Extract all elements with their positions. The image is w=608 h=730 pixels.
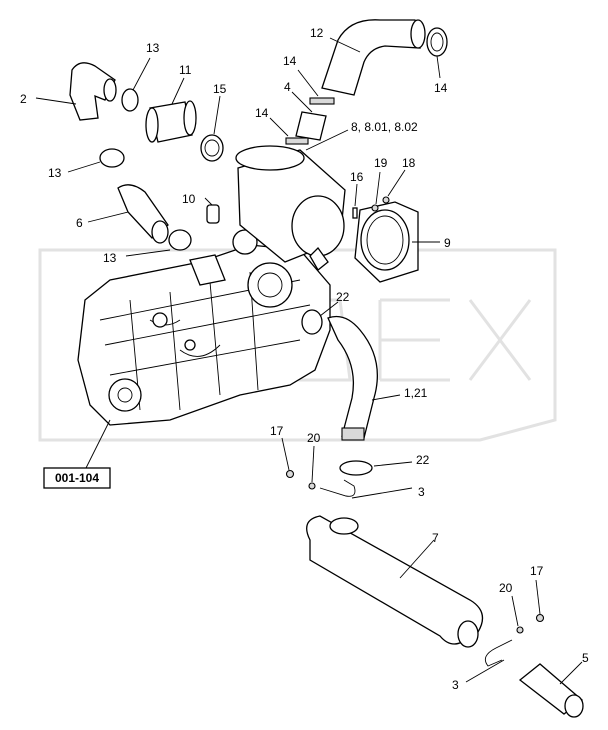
nut-17-low	[535, 579, 545, 623]
sleeve-11	[145, 77, 197, 143]
callout-13-mid: 13	[48, 166, 62, 180]
callout-6: 6	[76, 216, 83, 230]
exhaust-pipe-1-21	[327, 315, 401, 441]
callout-14-top: 14	[434, 81, 448, 95]
callout-4: 4	[284, 80, 291, 94]
callout-13-low: 13	[103, 251, 117, 265]
callout-3-top: 3	[418, 485, 425, 499]
fitting-10	[204, 197, 220, 224]
clamp-22-low	[339, 460, 413, 476]
bolt-16	[352, 183, 358, 219]
clamp-13-top	[121, 57, 151, 112]
clamp-14-b	[269, 117, 309, 145]
hose-12	[321, 19, 426, 96]
nut-17-top	[281, 437, 295, 479]
washer-20-low	[511, 595, 524, 634]
clamp-13-mid	[67, 148, 125, 173]
air-cleaner-8	[235, 129, 349, 271]
callout-14-a: 14	[283, 54, 297, 68]
callout-8: 8, 8.01, 8.02	[351, 120, 418, 134]
clamp-13-low	[125, 229, 192, 257]
muffler-7	[306, 515, 484, 648]
callout-10: 10	[182, 192, 196, 206]
callout-20-top: 20	[307, 431, 321, 445]
ubolt-3-low	[465, 639, 513, 683]
callout-9: 9	[444, 236, 451, 250]
hose-6	[87, 184, 169, 244]
callout-11: 11	[179, 63, 192, 77]
clamp-22-top	[301, 301, 339, 335]
callout-15: 15	[213, 82, 227, 96]
callout-22-low: 22	[416, 453, 430, 467]
nut-18	[382, 169, 406, 204]
callout-5: 5	[582, 651, 589, 665]
reference-box-label[interactable]: 001-104	[55, 471, 99, 485]
callout-14-b: 14	[255, 106, 269, 120]
reference-box[interactable]: 001-104	[43, 467, 111, 489]
clamp-15	[200, 95, 224, 162]
clamp-14-top	[426, 27, 448, 79]
callout-22-top: 22	[336, 290, 350, 304]
elbow-2	[35, 62, 117, 121]
callout-17-top: 17	[270, 424, 284, 438]
callout-20-low: 20	[499, 581, 513, 595]
callout-3-low: 3	[452, 678, 459, 692]
callout-7: 7	[432, 531, 439, 545]
bracket-9	[354, 201, 440, 283]
callout-19: 19	[374, 156, 388, 170]
callout-17-low: 17	[530, 564, 544, 578]
callout-13-top: 13	[146, 41, 160, 55]
washer-20-top	[308, 445, 316, 490]
clamp-14-a	[297, 69, 335, 105]
sleeve-4	[291, 91, 327, 141]
engine-block	[77, 229, 331, 471]
washer-19	[371, 171, 381, 212]
callout-1-21: 1,21	[404, 386, 428, 400]
callout-16: 16	[350, 170, 364, 184]
ubolt-3-top	[319, 479, 413, 499]
callout-12: 12	[310, 26, 324, 40]
callout-2: 2	[20, 92, 27, 106]
tailpipe-5	[518, 661, 584, 718]
callout-18: 18	[402, 156, 416, 170]
